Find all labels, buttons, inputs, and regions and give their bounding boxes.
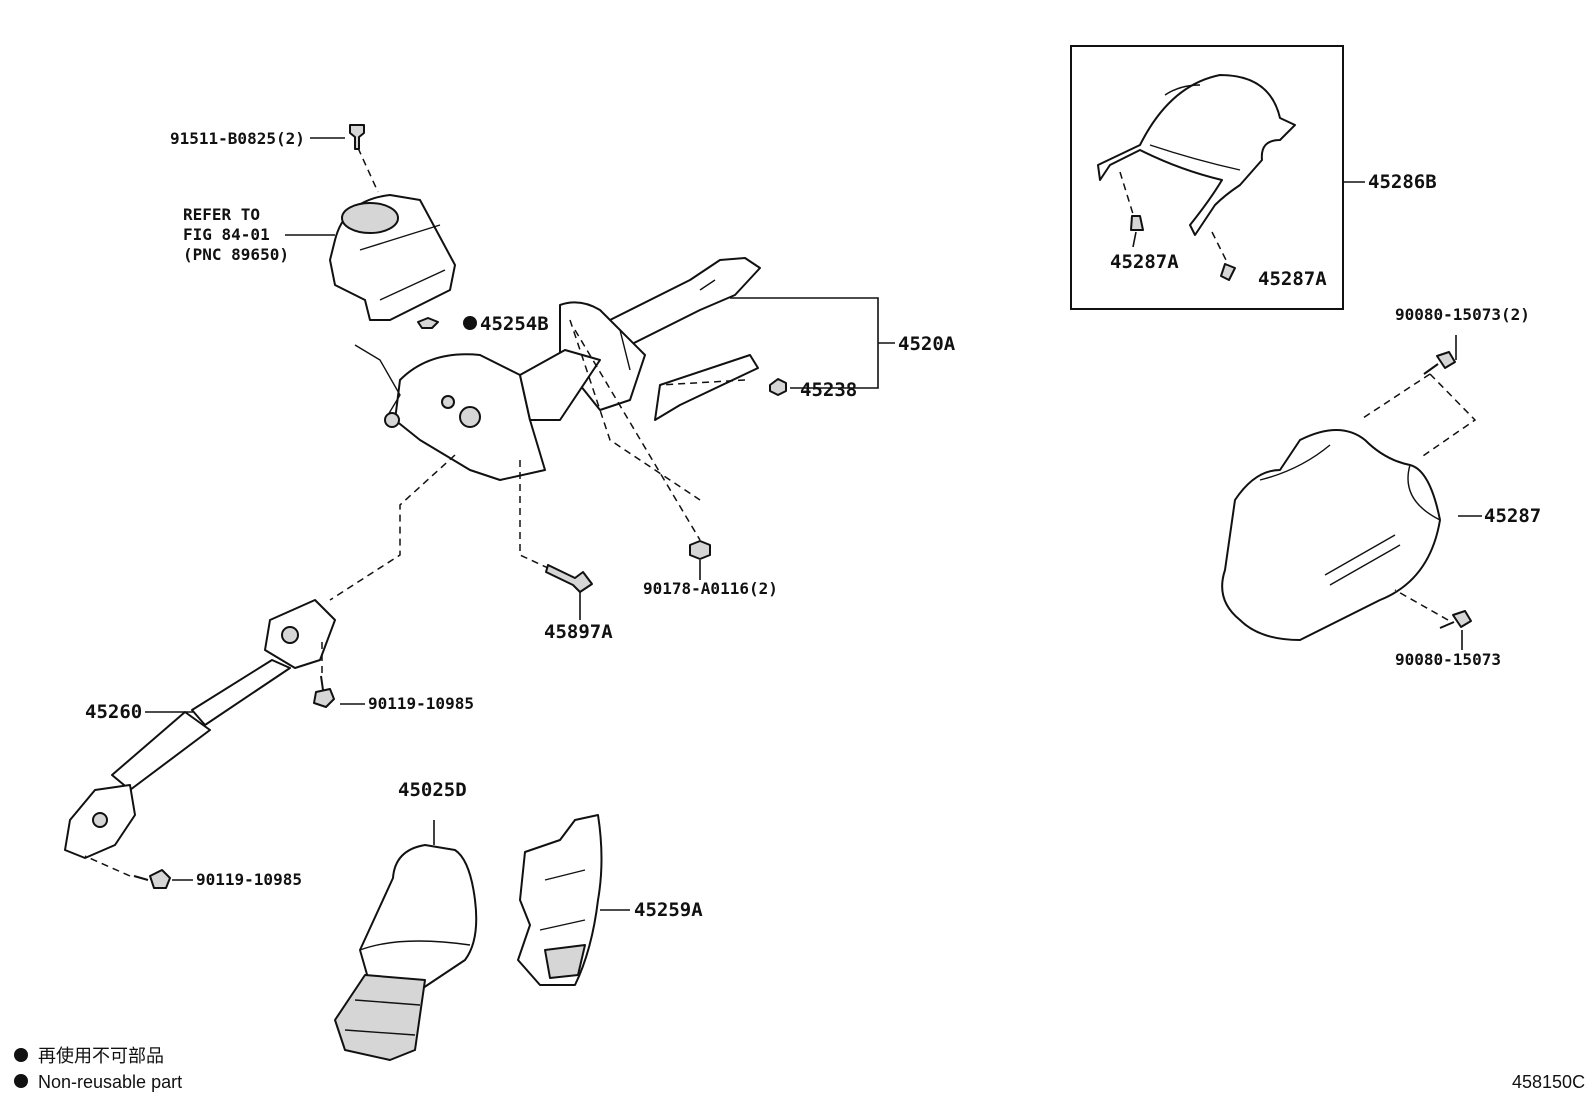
label-45260: 45260 [85,701,142,723]
label-90178-a0116: 90178-A0116(2) [643,579,778,598]
label-45287a-left: 45287A [1110,251,1179,273]
steering-column-assembly[interactable] [354,257,761,481]
label-refer-line2: FIG 84-01 [183,225,270,244]
label-91511-b0825: 91511-B0825(2) [170,129,305,148]
label-45897a: 45897A [544,621,613,643]
legend-bullet-2 [14,1074,28,1088]
label-90119-10985-upper: 90119-10985 [368,694,474,713]
power-steering-motor[interactable] [329,194,456,321]
non-reusable-mark-45254b [463,316,477,330]
legend-bullet-1 [14,1048,28,1062]
label-45254b: 45254B [480,313,549,335]
label-45259a: 45259A [634,899,703,921]
label-refer-line1: REFER TO [183,205,260,224]
screw-90080-bottom[interactable] [1439,610,1472,629]
intermediate-shaft[interactable] [64,599,336,859]
nut-45238[interactable] [769,378,787,396]
label-4520a: 4520A [898,333,956,355]
column-hole-cover[interactable] [334,844,478,1061]
clip-45254b[interactable] [417,317,439,329]
label-45287a-right: 45287A [1258,268,1327,290]
bolt-91511[interactable] [349,124,365,150]
legend-japanese: 再使用不可部品 [38,1046,164,1066]
bolt-90119-upper[interactable] [313,675,335,708]
label-90080-15073-bottom: 90080-15073 [1395,650,1501,669]
bolt-90119-lower[interactable] [133,869,171,889]
legend-english: Non-reusable part [38,1072,182,1092]
screw-90080-top[interactable] [1423,351,1456,375]
clip-45287a-right[interactable] [1220,263,1236,281]
label-45238: 45238 [800,379,857,401]
column-cover-seal[interactable] [517,814,603,986]
lower-column-cover[interactable] [1221,429,1441,641]
label-90119-10985-lower: 90119-10985 [196,870,302,889]
cover-inset-box [1070,45,1344,310]
clip-45287a-left[interactable] [1130,215,1144,231]
figure-code: 458150C [1512,1072,1585,1092]
bolt-45897a[interactable] [545,564,593,593]
nut-90178[interactable] [689,540,711,560]
label-45025d: 45025D [398,779,467,801]
label-45287: 45287 [1484,505,1541,527]
label-45286b: 45286B [1368,171,1437,193]
label-90080-15073-top: 90080-15073(2) [1395,305,1530,324]
upper-column-cover[interactable] [1097,74,1296,236]
label-refer-line3: (PNC 89650) [183,245,289,264]
